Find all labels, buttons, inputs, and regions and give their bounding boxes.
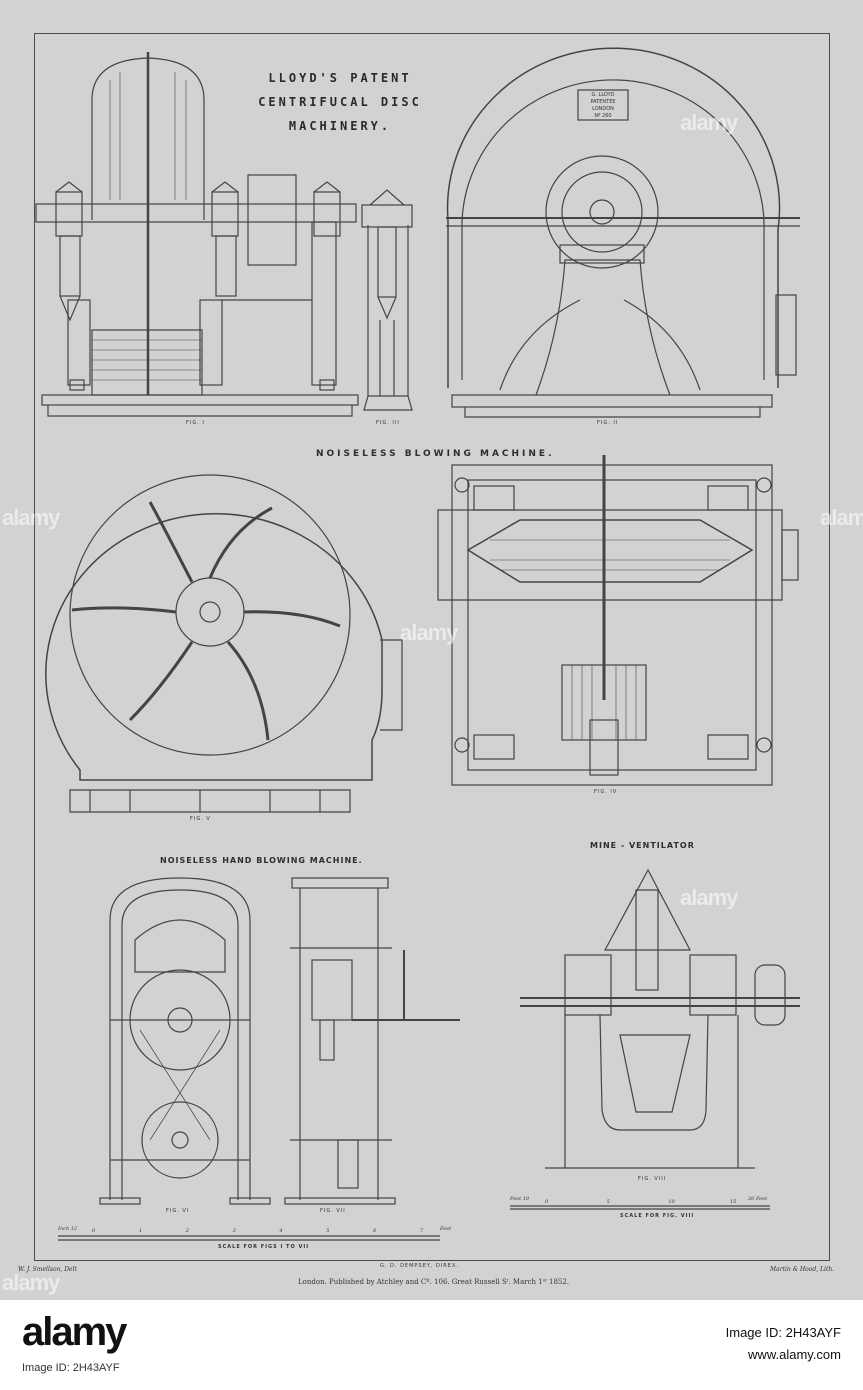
fig6-label: FIG. VI — [166, 1208, 190, 1214]
scale-tick-label: 10 — [668, 1199, 675, 1205]
scale-bar-viii — [510, 1205, 770, 1210]
image-id: Image ID: 2H43AYF — [22, 1362, 120, 1374]
scale-tick-label: 1 — [138, 1228, 143, 1234]
fig6-drawing — [99, 877, 271, 1205]
title-line-1: LLOYD'S PATENT — [268, 71, 412, 85]
image-id-right: Image ID: 2H43AYF — [725, 1325, 841, 1340]
footer-url: www.alamy.com — [748, 1347, 841, 1362]
scale-viii-end: 20 Feet — [748, 1196, 768, 1202]
scale-tick-label: 0 — [92, 1228, 96, 1234]
maker-plate-line: G. LLOYD — [591, 92, 615, 98]
fig3-drawing — [361, 189, 413, 411]
scale-tick-label: 3 — [232, 1228, 236, 1234]
machinery-drawings — [35, 47, 800, 1241]
scale-tick-label: 7 — [420, 1228, 424, 1234]
fig8-drawing — [520, 868, 800, 1169]
scale-tick-label: 5 — [606, 1199, 610, 1205]
caption-mine-ventilator: MINE - VENTILATOR — [590, 841, 695, 850]
fig1-label: FIG. I — [186, 420, 205, 426]
maker-plate-line: Nº 260 — [594, 113, 612, 119]
fig1-drawing — [35, 52, 359, 417]
maker-plate-line: PATENTEE — [590, 99, 616, 105]
maker-plate: G. LLOYD PATENTEE LONDON Nº 260 — [580, 92, 626, 120]
fig2-drawing — [446, 47, 800, 418]
scale-viii-caption: SCALE FOR FIG. VIII — [620, 1213, 695, 1219]
stock-footer — [0, 1300, 863, 1390]
caption-noiseless-blowing: NOISELESS BLOWING MACHINE. — [316, 449, 555, 459]
delineator-credit: W. J. Smellson, Delt — [18, 1266, 77, 1273]
fig4-drawing — [437, 455, 799, 786]
fig3-label: FIG. III — [376, 420, 400, 426]
scale-tick-label: 4 — [279, 1228, 283, 1234]
scale-tick-label: 6 — [373, 1228, 377, 1234]
fig4-label: FIG. IV — [594, 789, 618, 795]
scale-main-caption: SCALE FOR FIGS I TO VII — [218, 1244, 310, 1250]
director-credit: G. D. DEMPSEY, DIREX. — [380, 1263, 459, 1269]
watermark: alamy — [400, 620, 458, 645]
maker-plate-line: LONDON — [592, 106, 614, 112]
watermark: alamy — [680, 110, 738, 135]
fig2-label: FIG. II — [597, 420, 619, 426]
footer-meta: Image ID: 2H43AYF www.alamy.com — [461, 1322, 841, 1366]
title-line-3: MACHINERY. — [288, 119, 392, 133]
scale-main-end: Feet — [440, 1226, 452, 1232]
plate-border — [34, 33, 830, 1261]
scale-tick-label: 15 — [730, 1199, 737, 1205]
watermark: alamy — [2, 1270, 60, 1295]
scale-bar-main — [58, 1235, 440, 1241]
scale-tick-label: 2 — [185, 1228, 189, 1234]
caption-noiseless-hand: NOISELESS HAND BLOWING MACHINE. — [160, 856, 363, 865]
scale-viii-start: Feet 10 — [510, 1196, 530, 1202]
watermark: alamy — [680, 885, 738, 910]
title-line-2: CENTRIFUCAL DISC — [258, 95, 422, 109]
lithographer-credit: Martin & Hood, Lith. — [770, 1266, 835, 1273]
fig5-drawing — [45, 474, 403, 813]
watermark: alamy — [820, 505, 863, 530]
scale-main-start: Inch 12 — [58, 1226, 78, 1232]
engraving-sheet: LLOYD'S PATENT CENTRIFUCAL DISC MACHINER… — [0, 0, 863, 1300]
fig5-label: FIG. V — [190, 816, 211, 822]
scale-tick-label: 5 — [326, 1228, 330, 1234]
publisher-line: London. Published by Atchley and Cº. 106… — [298, 1278, 570, 1286]
fig7-label: FIG. VII — [320, 1208, 346, 1214]
alamy-logo: alamy — [22, 1310, 127, 1354]
fig8-label: FIG. VIII — [638, 1176, 667, 1182]
watermark: alamy — [2, 505, 60, 530]
plate-title: LLOYD'S PATENT CENTRIFUCAL DISC MACHINER… — [240, 66, 440, 138]
fig7-drawing — [284, 877, 460, 1205]
scale-tick-label: 0 — [545, 1199, 549, 1205]
